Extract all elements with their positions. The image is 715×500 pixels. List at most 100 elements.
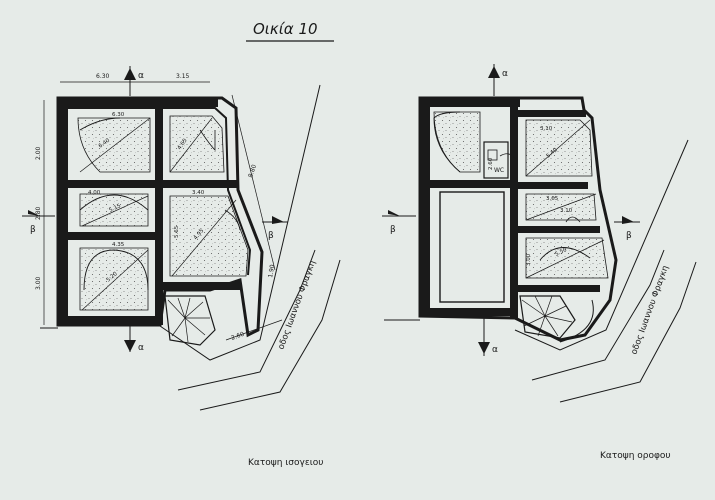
svg-text:α: α (138, 343, 144, 353)
room-diagonal (81, 249, 149, 311)
wall-segment (518, 226, 600, 233)
door-swing (199, 129, 216, 151)
svg-text:β: β (390, 225, 396, 235)
wall-segment (163, 282, 241, 290)
room-diagonal (525, 193, 597, 221)
room-diagonal (169, 117, 213, 173)
sheet-title: Οικία 10 (253, 20, 318, 38)
wall-segment (430, 180, 510, 188)
stair-treads (167, 297, 210, 343)
svg-text:3.00: 3.00 (526, 253, 532, 266)
svg-text:2.60: 2.60 (230, 331, 245, 342)
room-diagonal (525, 119, 591, 177)
svg-text:5.65: 5.65 (174, 225, 180, 238)
wall-segment (155, 107, 163, 187)
svg-text:6.30: 6.30 (96, 73, 110, 80)
staircase (519, 295, 576, 339)
street-edge (199, 259, 341, 411)
svg-text:5.50: 5.50 (554, 247, 568, 258)
wall-segment (155, 188, 163, 325)
plan-caption: Κατοψη ισογειου (248, 458, 323, 468)
svg-text:3.00: 3.00 (35, 276, 42, 290)
svg-text:3.40: 3.40 (192, 190, 205, 196)
wall-segment (518, 110, 586, 117)
vault-room-3 (79, 193, 149, 227)
wall-segment (510, 98, 518, 318)
outer-wall (418, 96, 618, 342)
dim-line-bottom (225, 319, 283, 341)
svg-text:β: β (268, 231, 274, 241)
section-marker-b-right: β (262, 216, 288, 241)
wall-segment (430, 308, 518, 316)
plan-caption: Κατοψη ορoφου (600, 451, 671, 461)
wc-fixture (487, 149, 498, 161)
section-marker-a-bottom: α (124, 326, 144, 353)
wc-room (483, 141, 509, 179)
vault-arc (79, 194, 149, 211)
vault-arc (539, 247, 591, 261)
plot-boundary (40, 84, 321, 361)
street-edge (531, 249, 665, 381)
section-marker-a-top: α (488, 64, 508, 96)
stair-treads (521, 295, 573, 337)
section-marker-a-top: α (124, 66, 144, 96)
open-room (439, 191, 505, 303)
room-diagonal (171, 199, 237, 277)
svg-text:2.60: 2.60 (488, 157, 494, 170)
vault-arc (433, 111, 461, 173)
vault-room-2 (169, 115, 225, 173)
svg-text:3.65: 3.65 (546, 196, 559, 202)
svg-text:3.10: 3.10 (540, 126, 553, 132)
svg-text:1.90: 1.90 (267, 264, 276, 279)
wall-segment (420, 98, 430, 316)
vault-arc (83, 249, 149, 291)
section-marker-a-bottom: α (478, 318, 498, 356)
svg-text:8.80: 8.80 (247, 164, 258, 179)
staircase (164, 295, 216, 346)
section-marker-b-left: β (382, 210, 416, 235)
section-marker-b-right: β (614, 216, 640, 241)
upper-floor-plan: WC α α β (382, 64, 697, 461)
dim-line-right (231, 94, 276, 271)
svg-text:4.35: 4.35 (112, 242, 125, 248)
svg-text:5.15: 5.15 (108, 203, 122, 214)
svg-text:3.10: 3.10 (560, 208, 573, 214)
door-swing (499, 153, 517, 161)
wall-segment (518, 182, 588, 189)
vault-arc (79, 117, 121, 131)
inner-wall-line (68, 107, 252, 276)
svg-text:3.15: 3.15 (176, 73, 190, 80)
wc-label: WC (494, 167, 504, 174)
wall-segment (58, 98, 68, 325)
wall-segment (420, 98, 520, 107)
wall-segment (58, 316, 163, 325)
wall-segment (518, 285, 600, 292)
svg-text:2.80: 2.80 (35, 206, 42, 220)
svg-text:α: α (502, 69, 508, 79)
street-edge (559, 261, 697, 403)
wall-segment (58, 98, 218, 107)
svg-text:α: α (138, 71, 144, 81)
door-swing (224, 209, 241, 231)
plot-boundary (384, 139, 689, 351)
room-diagonal (525, 239, 605, 279)
vault-room-1 (433, 111, 481, 173)
svg-text:β: β (626, 231, 632, 241)
section-marker-b-left: β (22, 210, 55, 235)
svg-text:β: β (30, 225, 36, 235)
svg-text:6.30: 6.30 (112, 112, 125, 118)
svg-text:4.00: 4.00 (88, 190, 101, 196)
street-edge (177, 249, 316, 391)
svg-text:α: α (492, 345, 498, 355)
vault-room-4 (79, 247, 149, 311)
balcony-curve (559, 299, 594, 343)
room-diagonal (81, 195, 149, 227)
svg-text:2.00: 2.00 (35, 146, 42, 160)
vault-room-5 (169, 195, 249, 277)
wall-segment (68, 180, 238, 188)
room-diagonal (79, 117, 151, 173)
door-swing (565, 216, 581, 223)
ground-floor-plan: α α β β οδος Ιωαννου Φραγκη Κατοψη ισογε… (22, 66, 341, 468)
